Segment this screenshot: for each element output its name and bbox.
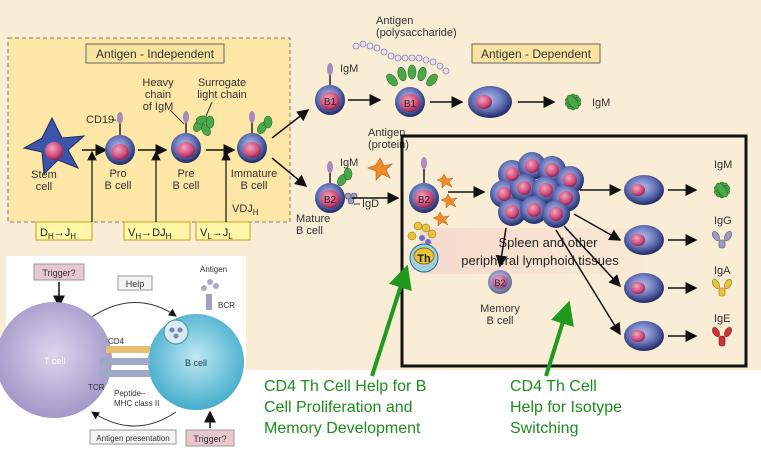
svg-text:B2: B2 — [324, 195, 337, 206]
mature-b-label: Mature — [296, 213, 330, 225]
ige-antibody-icon — [712, 327, 732, 347]
independent-header-box — [85, 43, 225, 64]
heavy-chain-label: Heavy — [142, 77, 174, 89]
lymphoid-tissue-frame — [400, 134, 748, 368]
svg-text:DH→JH: DH→JH — [40, 227, 76, 241]
svg-text:B2: B2 — [494, 278, 505, 288]
green-arrow-proliferation — [370, 264, 412, 377]
stem-cell-label: Stem — [31, 169, 57, 181]
t-b-interaction-inset: Trigger? Help T cell B cell Antigen BCR … — [0, 256, 246, 452]
isotype-igg-label: IgG — [714, 215, 732, 227]
igm-label-b1: IgM — [340, 63, 358, 75]
antigen-poly-label: Antigen — [376, 15, 413, 27]
igm-product-label: IgM — [592, 97, 610, 109]
t-cell-body — [0, 302, 112, 418]
gene-box-vl-jl: VL→JL — [195, 221, 251, 241]
memory-b-cell: B2 — [488, 270, 512, 294]
bcr-label: BCR — [218, 301, 235, 310]
stem-cell-label: cell — [36, 181, 53, 193]
trigger-top-label: Trigger? — [42, 268, 75, 278]
annotation-line: Switching — [510, 420, 579, 437]
svg-text:B1: B1 — [324, 97, 337, 108]
polysaccharide-antigen — [352, 40, 450, 75]
b1-cell-activated: B1 — [386, 64, 438, 117]
pro-b-label: Pro — [109, 168, 126, 180]
gene-box-dh-jh: DH→JH — [35, 221, 93, 241]
surrogate-chain-label: light chain — [197, 89, 247, 101]
antigen-dependent-header: Antigen - Dependent — [481, 47, 592, 61]
plasma-cell-ige — [624, 321, 664, 351]
antigen-protein-label: (protein) — [368, 139, 409, 151]
b-cell-label: B cell — [185, 358, 207, 368]
isotype-ige-label: IgE — [714, 313, 731, 325]
memory-b-label: Memory — [480, 303, 520, 315]
b2-activated-cell: B2 — [407, 157, 458, 245]
isotype-igm-label: IgM — [714, 159, 732, 171]
peptide-mhc-label: MHC class II — [114, 399, 159, 408]
antigen-protein-label: Antigen — [368, 127, 405, 139]
pre-b-label: B cell — [173, 180, 200, 192]
spleen-label: Spleen and other — [498, 235, 598, 250]
isotype-iga-label: IgA — [714, 265, 731, 277]
b2-mature-cell: B2 — [315, 161, 358, 213]
memory-b-label: B cell — [487, 315, 514, 327]
immature-b-label: B cell — [241, 180, 268, 192]
annotation-line: Memory Development — [264, 420, 421, 437]
b1-cell: B1 — [315, 63, 345, 115]
annotation-line: Cell Proliferation and — [264, 399, 413, 416]
peptide-mhc-label: Peptide– — [114, 389, 146, 398]
svg-text:B1: B1 — [404, 99, 417, 110]
antigen-poly-label: (polysaccharide) — [376, 27, 457, 39]
surrogate-chain-label: Surrogate — [198, 77, 246, 89]
svg-text:B2: B2 — [418, 195, 431, 206]
antigen-label: Antigen — [200, 265, 227, 274]
antigen-independent-header: Antigen - Independent — [96, 47, 215, 61]
svg-text:Th: Th — [417, 253, 431, 265]
protein-antigen-icon — [367, 157, 393, 181]
igm-label-b2: IgM — [340, 157, 358, 169]
th-cell: Th — [409, 243, 439, 273]
igm-pentamer-icon — [564, 93, 582, 111]
pre-b-cell — [171, 111, 215, 163]
trigger-bottom-label: Trigger? — [193, 434, 226, 444]
igm-antibody-icon — [713, 181, 731, 199]
t-cell-label: T cell — [44, 356, 65, 366]
gene-box-vh-djh: VH→DJH — [123, 221, 191, 241]
plasma-cell-iga — [624, 273, 664, 303]
help-label: Help — [126, 279, 145, 289]
annotation-line: Help for Isotype — [510, 399, 623, 416]
tcr-label: TCR — [88, 383, 105, 392]
pro-b-cell — [105, 112, 135, 165]
dependent-header-box — [471, 43, 601, 64]
pro-b-label: B cell — [105, 180, 132, 192]
antigen-presentation-label: Antigen presentation — [96, 434, 169, 443]
heavy-chain-label: of IgM — [143, 101, 174, 113]
stem-cell — [22, 116, 86, 176]
green-arrow-isotype — [544, 300, 574, 377]
iga-antibody-icon — [712, 279, 732, 297]
annotation-line: CD4 Th Cell — [510, 378, 597, 395]
igg-antibody-icon — [712, 231, 732, 249]
plasma-cell-igg — [624, 225, 664, 255]
igd-label: IgD — [362, 198, 379, 210]
spleen-band — [420, 228, 644, 274]
cd19-label: CD19 — [86, 114, 114, 126]
immature-b-label: Immature — [231, 168, 277, 180]
plasma-cell-top — [468, 86, 512, 118]
annotation-proliferation: CD4 Th Cell Help for B Cell Proliferatio… — [264, 376, 426, 439]
proliferating-b-cell-cluster — [490, 152, 584, 228]
annotation-line: CD4 Th Cell Help for B — [264, 378, 427, 395]
mature-b-label: B cell — [296, 225, 323, 237]
vdj-label: VDJH — [232, 203, 259, 217]
immature-b-cell — [237, 111, 273, 163]
svg-text:VL→JL: VL→JL — [200, 227, 233, 241]
svg-text:VH→DJH: VH→DJH — [128, 227, 172, 241]
pre-b-label: Pre — [177, 168, 194, 180]
heavy-chain-label: chain — [145, 89, 171, 101]
plasma-cell-igm — [624, 175, 664, 205]
cd4-label: CD4 — [108, 337, 125, 346]
annotation-isotype: CD4 Th Cell Help for Isotype Switching — [510, 376, 622, 439]
